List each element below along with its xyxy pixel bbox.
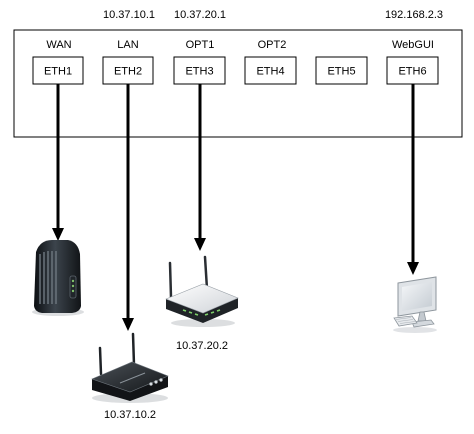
port-label: ETH3 [185,66,213,78]
port-eth6[interactable]: ETH6 [386,56,439,85]
port-ip-eth3: 10.37.20.1 [174,9,226,21]
port-label: ETH2 [114,66,142,78]
port-role-eth1: WAN [46,39,71,51]
link-eth3-router-opt1 [194,84,206,251]
arrowhead-icon [122,318,134,331]
port-label: ETH6 [398,66,426,78]
link-eth6-workstation [407,84,419,275]
port-ip-eth6: 192.168.2.3 [385,9,443,21]
wireless-router-icon [91,332,169,403]
port-role-eth4: OPT2 [258,39,287,51]
wireless-router-icon [165,255,239,327]
port-eth5[interactable]: ETH5 [315,56,368,85]
arrowhead-icon [52,228,64,241]
port-label: ETH5 [327,66,355,78]
port-eth1[interactable]: ETH1 [32,56,84,85]
port-label: ETH4 [256,66,284,78]
port-role-eth6: WebGUI [392,39,434,51]
link-eth1-modem [52,84,64,241]
port-role-eth3: OPT1 [186,39,215,51]
port-eth2[interactable]: ETH2 [102,56,154,85]
link-eth2-router-lan [122,84,134,331]
arrowhead-icon [407,262,419,275]
port-eth4[interactable]: ETH4 [244,56,297,85]
device-ip-router-lan: 10.37.10.2 [104,409,156,421]
port-eth3[interactable]: ETH3 [173,56,226,85]
desktop-computer-icon [393,276,437,333]
device-ip-router-opt1: 10.37.20.2 [176,340,228,352]
cable-modem-icon [32,240,84,316]
port-label: ETH1 [44,66,72,78]
port-ip-eth2: 10.37.10.1 [103,9,155,21]
arrowhead-icon [194,238,206,251]
port-role-eth2: LAN [117,39,138,51]
